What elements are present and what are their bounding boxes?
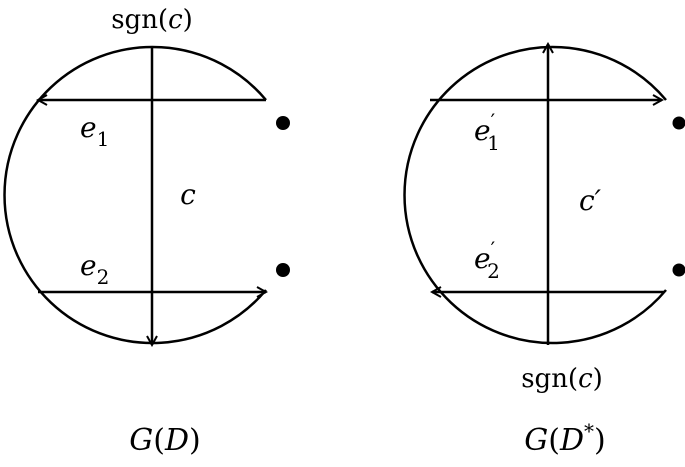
right-caption: G(D*) (524, 419, 605, 458)
left-diagram: sgn(c) c e1 e2 G(D) (3, 5, 290, 458)
left-circle-arc (3, 45, 267, 345)
right-upper-endpoint-dot (672, 116, 685, 130)
right-edge-label-1: e′1 (474, 109, 500, 155)
left-caption: G(D) (129, 423, 200, 458)
right-edge-label-2: e′2 (474, 237, 500, 283)
left-lower-endpoint-dot (276, 263, 290, 277)
left-edge-label-2: e2 (80, 249, 109, 289)
left-sgn-label: sgn(c) (111, 5, 193, 35)
right-circle-arc (403, 45, 667, 345)
right-lower-endpoint-dot (672, 263, 685, 277)
right-sgn-label: sgn(c) (521, 364, 603, 394)
right-chord-label: c′ (579, 184, 602, 217)
right-diagram: sgn(c) c′ e′1 e′2 G(D*) (403, 44, 685, 458)
left-edge-label-1: e1 (80, 111, 109, 151)
left-upper-endpoint-dot (276, 116, 290, 130)
left-chord-label: c (180, 178, 196, 211)
